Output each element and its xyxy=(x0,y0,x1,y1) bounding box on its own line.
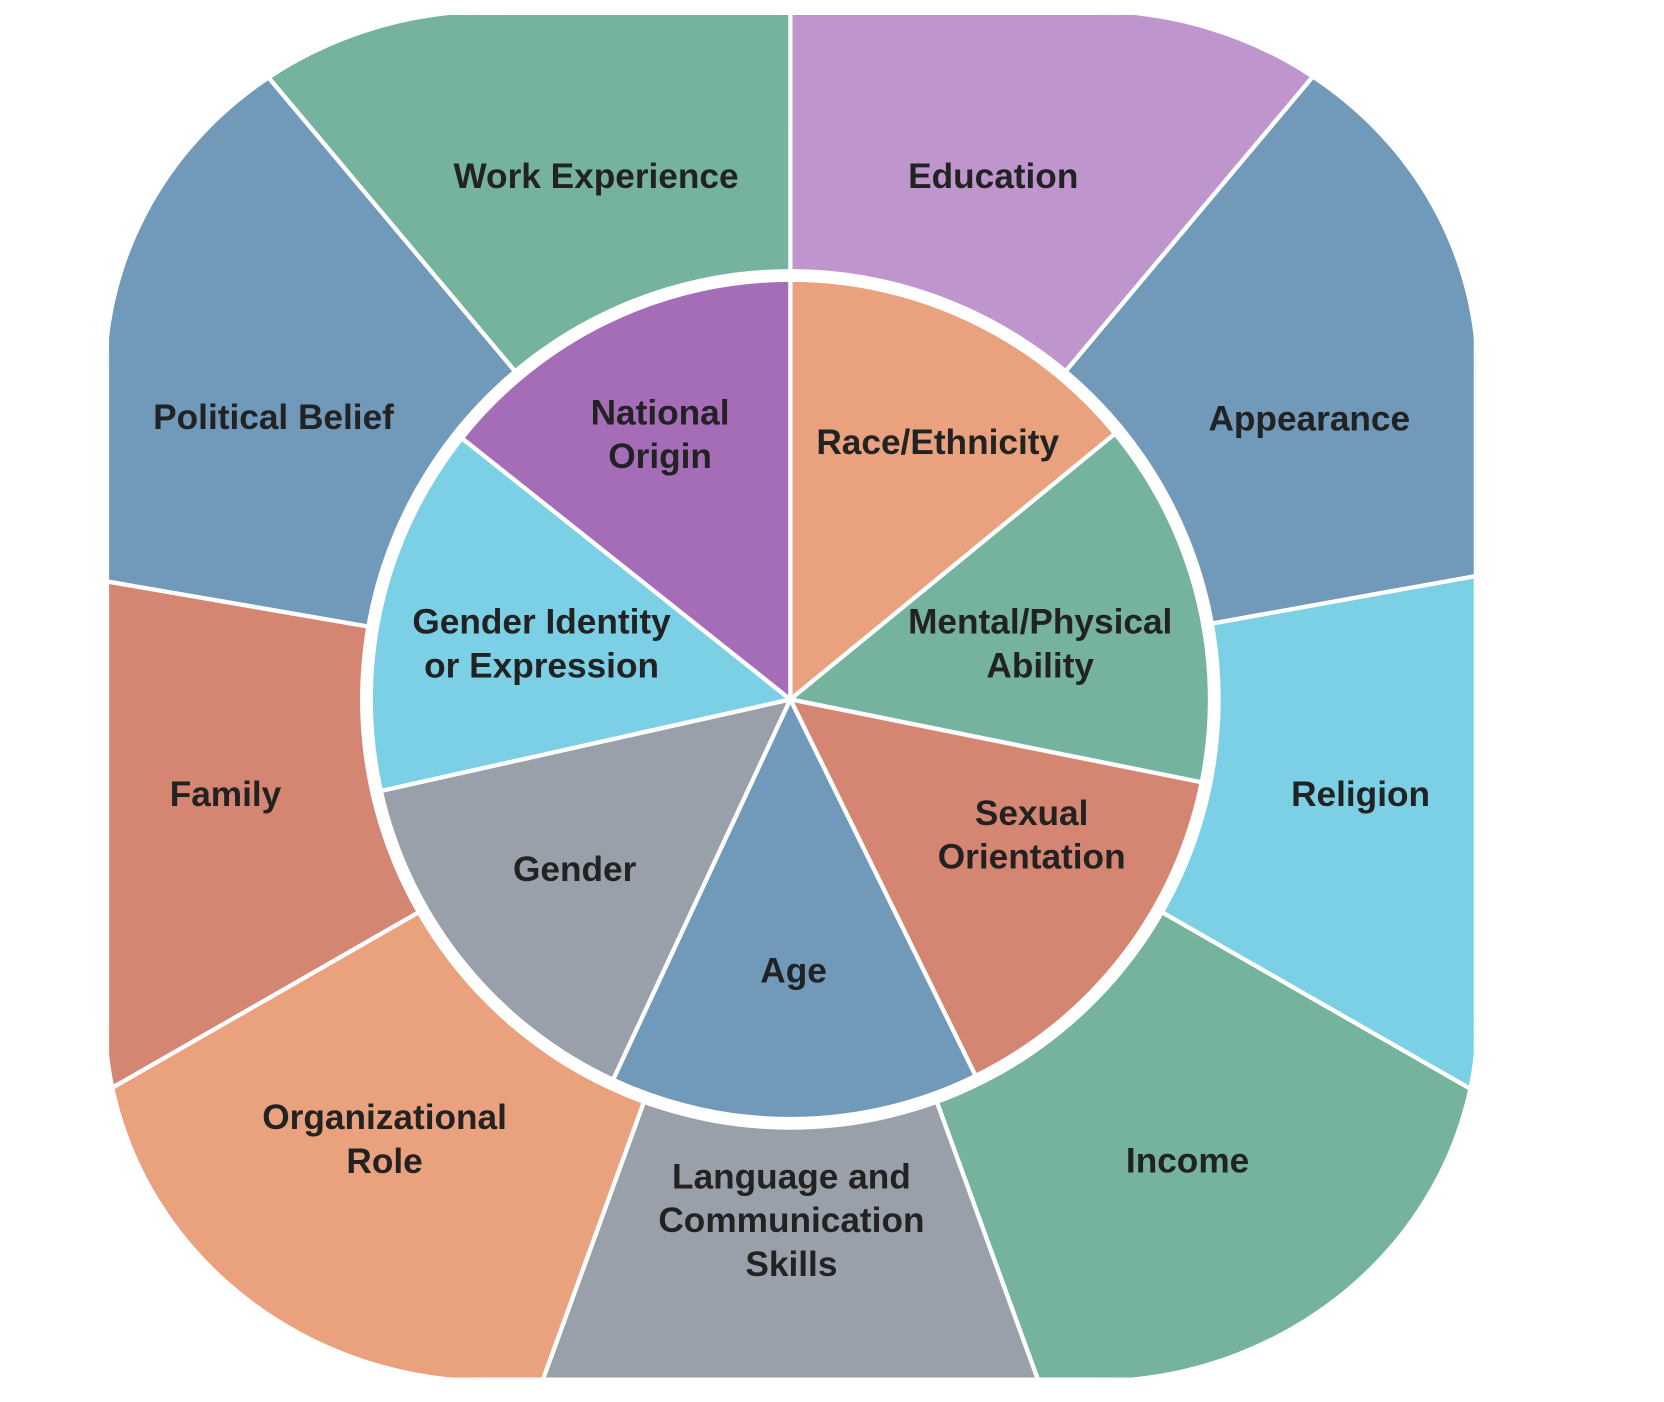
inner-segment-gender-identity xyxy=(368,436,793,794)
label-line: or Expression xyxy=(424,647,659,686)
outer-label-appearance: Appearance xyxy=(1208,399,1410,438)
label-line: Education xyxy=(908,157,1078,196)
label-line: Orientation xyxy=(938,838,1126,877)
inner-segment-mental-physical-ability xyxy=(788,431,1213,785)
inner-label-gender: Gender xyxy=(513,850,637,889)
outer-label-religion: Religion xyxy=(1291,775,1430,814)
label-line: Race/Ethnicity xyxy=(816,423,1059,462)
outer-label-political-belief: Political Belief xyxy=(153,398,394,437)
outer-label-work-experience: Work Experience xyxy=(453,157,738,196)
outer-label-education: Education xyxy=(908,157,1078,196)
inner-circle xyxy=(368,277,1213,1122)
label-line: Organizational xyxy=(262,1098,507,1137)
outer-label-income: Income xyxy=(1126,1141,1249,1180)
label-line: Skills xyxy=(745,1245,837,1284)
label-line: Language and xyxy=(672,1157,911,1196)
label-line: National xyxy=(591,393,730,432)
inner-segment-age xyxy=(610,697,978,1122)
label-line: Mental/Physical xyxy=(908,603,1172,642)
label-line: Age xyxy=(760,951,827,990)
label-line: Income xyxy=(1126,1141,1249,1180)
label-line: Ability xyxy=(986,647,1094,686)
label-line: Appearance xyxy=(1208,399,1410,438)
inner-segment-race-ethnicity xyxy=(788,277,1118,702)
inner-segment-gender xyxy=(378,697,793,1082)
label-line: Political Belief xyxy=(153,398,394,437)
outer-label-family: Family xyxy=(170,775,282,814)
inner-label-race-ethnicity: Race/Ethnicity xyxy=(816,423,1059,462)
label-line: Origin xyxy=(608,437,712,476)
label-line: Communication xyxy=(658,1201,924,1240)
inner-label-age: Age xyxy=(760,951,827,990)
label-line: Gender Identity xyxy=(412,603,671,642)
label-line: Family xyxy=(170,775,282,814)
inner-segment-national-origin xyxy=(459,277,793,702)
inner-segment-sexual-orientation xyxy=(788,697,1204,1079)
label-line: Religion xyxy=(1291,775,1430,814)
label-line: Sexual xyxy=(975,794,1089,833)
label-line: Work Experience xyxy=(453,157,738,196)
label-line: Gender xyxy=(513,850,637,889)
inner-label-gender-identity: Gender Identity or Expression xyxy=(412,603,671,686)
label-line: Role xyxy=(346,1142,422,1181)
